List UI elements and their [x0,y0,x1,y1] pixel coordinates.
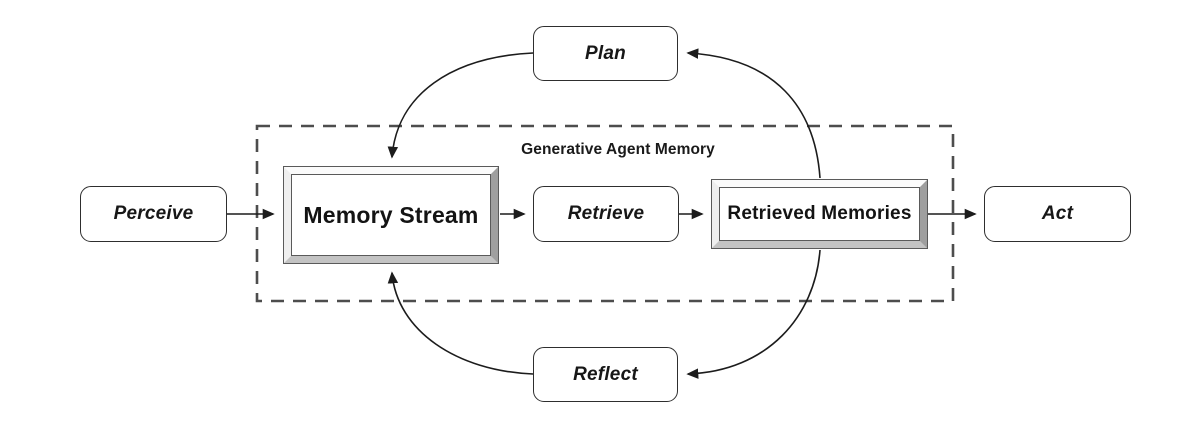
node-reflect: Reflect [533,347,678,402]
node-plan: Plan [533,26,678,81]
memory-stream-inner: Memory Stream [291,174,491,256]
node-perceive-label: Perceive [113,203,194,224]
memory-stream-bevel-frame: Memory Stream [284,167,498,263]
retrieved-memories-inner: Retrieved Memories [719,187,920,241]
node-act-label: Act [1041,203,1074,224]
memory-group-title: Generative Agent Memory [521,141,715,158]
arrow-retrieved-memories-to-plan [686,48,821,179]
node-retrieve: Retrieve [533,186,679,242]
node-retrieve-label: Retrieve [567,203,645,224]
node-act: Act [984,186,1131,242]
node-memory-stream: Memory Stream [283,166,499,264]
node-reflect-label: Reflect [573,363,638,385]
node-memory-stream-label: Memory Stream [303,201,479,228]
arrow-reflect-to-memory-stream [387,271,534,375]
arrow-retrieved-memories-to-reflect [686,249,821,379]
retrieved-memories-bevel-frame: Retrieved Memories [712,180,927,248]
node-retrieved-memories-label: Retrieved Memories [727,203,912,224]
node-retrieved-memories: Retrieved Memories [711,179,928,249]
node-perceive: Perceive [80,186,227,242]
arrow-plan-to-memory-stream [387,52,534,159]
node-plan-label: Plan [585,42,626,64]
